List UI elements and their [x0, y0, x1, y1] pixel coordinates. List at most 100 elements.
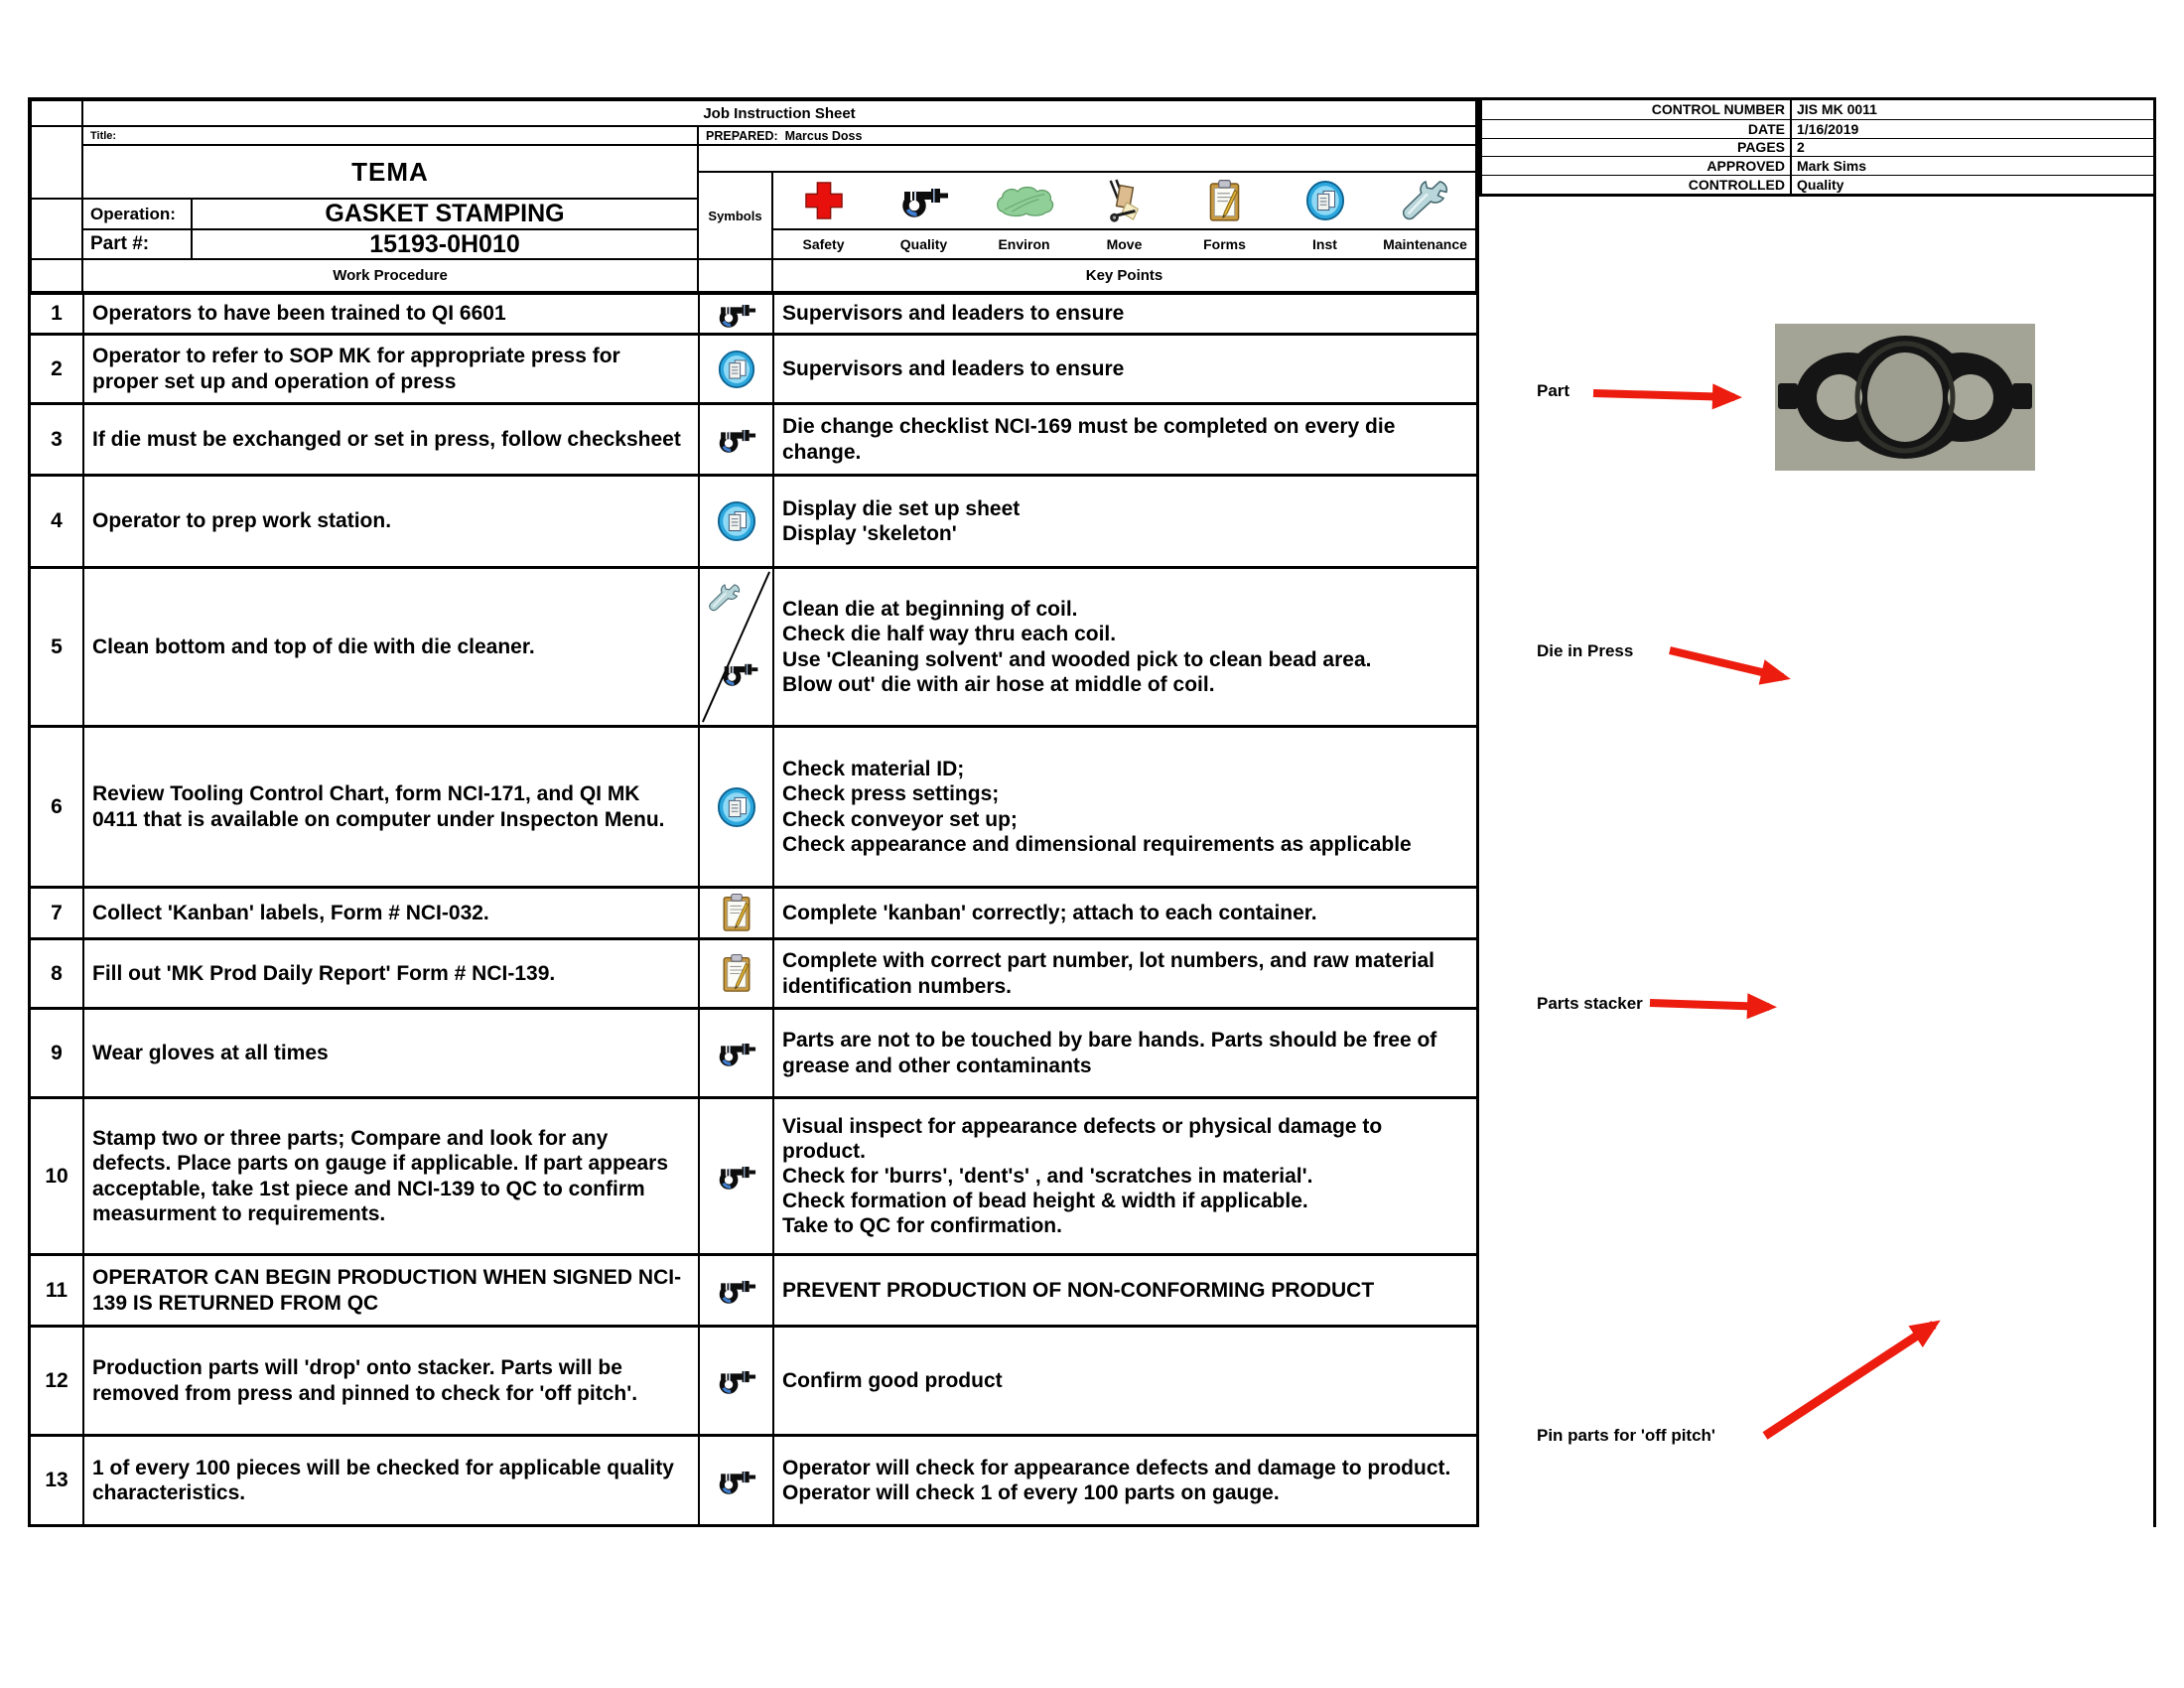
forms-icon — [722, 893, 751, 933]
row-procedure: Clean bottom and top of die with die cle… — [82, 569, 698, 725]
header-empty-cell — [698, 145, 1476, 172]
row-procedure: Production parts will 'drop' onto stacke… — [82, 1328, 698, 1434]
row-number: 10 — [45, 1164, 68, 1188]
table-row: 8 Fill out 'MK Prod Daily Report' Form #… — [31, 937, 1476, 1007]
annotation-pin-parts: Pin parts for 'off pitch' — [1537, 1426, 1715, 1445]
die-in-press-arrow — [1669, 646, 1791, 685]
row-key-points: Display die set up sheet Display 'skelet… — [772, 477, 1476, 566]
forms-icon — [722, 953, 751, 994]
prepared-label: PREPARED: — [706, 128, 778, 143]
table-row: 5 Clean bottom and top of die with die c… — [31, 566, 1476, 725]
quality-icon — [716, 426, 757, 453]
maintenance-icon — [1401, 180, 1450, 221]
row-number: 2 — [51, 356, 63, 380]
control-number-label: CONTROL NUMBER — [1651, 101, 1785, 118]
part-photo — [1775, 324, 2035, 471]
prepared-cell: PREPARED: Marcus Doss — [698, 126, 1476, 145]
maintenance-icon — [708, 583, 742, 613]
row-number: 6 — [51, 794, 63, 818]
row-key-points: Check material ID; Check press settings;… — [772, 728, 1476, 886]
header-left-spacer-3 — [31, 259, 82, 292]
symbol-label-quality: Quality — [899, 236, 948, 252]
controlled-value: Quality — [1790, 176, 2153, 194]
procedure-table: 1 Operators to have been trained to QI 6… — [31, 292, 1476, 1524]
row-number: 13 — [45, 1469, 68, 1491]
symbols-label: Symbols — [698, 172, 772, 259]
operation-value: GASKET STAMPING — [192, 199, 698, 229]
control-row: APPROVED Mark Sims — [1482, 156, 2153, 176]
table-row: 9 Wear gloves at all times Parts are not… — [31, 1007, 1476, 1096]
symbols-column-header — [698, 259, 772, 292]
environ-icon — [995, 185, 1054, 217]
table-row: 1 Operators to have been trained to QI 6… — [31, 292, 1476, 333]
row-key-points: Complete 'kanban' correctly; attach to e… — [772, 889, 1476, 937]
row-number: 9 — [51, 1041, 63, 1064]
symbol-label-inst: Inst — [1312, 236, 1337, 252]
symbol-label-environ: Environ — [998, 236, 1050, 252]
row-key-points: Visual inspect for appearance defects or… — [772, 1099, 1476, 1253]
row-key-points: Parts are not to be touched by bare hand… — [772, 1010, 1476, 1096]
approved-label: APPROVED — [1706, 158, 1785, 175]
table-row: 7 Collect 'Kanban' labels, Form # NCI-03… — [31, 886, 1476, 937]
symbols-icons-row — [772, 172, 1476, 229]
row-procedure: Operator to prep work station. — [82, 477, 698, 566]
symbol-label-move: Move — [1106, 236, 1143, 252]
table-row: 2 Operator to refer to SOP MK for approp… — [31, 333, 1476, 402]
row-procedure: Operators to have been trained to QI 660… — [82, 295, 698, 333]
row-number: 7 — [51, 901, 63, 924]
row-number: 5 — [51, 634, 63, 658]
control-row: CONTROLLED Quality — [1482, 175, 2153, 194]
row-number: 3 — [51, 427, 63, 451]
row-key-points: Supervisors and leaders to ensure — [772, 336, 1476, 402]
gasket-image — [1775, 324, 2035, 471]
quality-icon — [716, 301, 757, 328]
row-key-points: PREVENT PRODUCTION OF NON-CONFORMING PRO… — [772, 1256, 1476, 1325]
work-procedure-header: Work Procedure — [82, 259, 698, 292]
row-procedure: Fill out 'MK Prod Daily Report' Form # N… — [82, 940, 698, 1007]
header-left-spacer-2 — [31, 199, 82, 259]
row-procedure: Wear gloves at all times — [82, 1010, 698, 1096]
prepared-value: Marcus Doss — [784, 128, 863, 143]
control-number-value: JIS MK 0011 — [1790, 100, 2153, 119]
operation-label: Operation: — [82, 199, 192, 229]
control-row: DATE 1/16/2019 — [1482, 118, 2153, 138]
control-row: CONTROL NUMBER JIS MK 0011 — [1482, 100, 2153, 119]
quality-icon — [716, 1277, 757, 1304]
title-value: TEMA — [82, 145, 698, 199]
quality-icon — [716, 1040, 757, 1066]
key-points-header: Key Points — [772, 259, 1476, 292]
row-key-points: Clean die at beginning of coil. Check di… — [772, 569, 1476, 725]
part-number-label: Part #: — [82, 229, 192, 259]
row-key-points: Complete with correct part number, lot n… — [772, 940, 1476, 1007]
pin-parts-arrow — [1762, 1320, 1941, 1440]
row-procedure: Review Tooling Control Chart, form NCI-1… — [82, 728, 698, 886]
forms-icon — [1208, 179, 1241, 223]
split-symbol-cell — [698, 569, 772, 725]
table-row: 13 1 of every 100 pieces will be checked… — [31, 1434, 1476, 1524]
row-key-points: Operator will check for appearance defec… — [772, 1437, 1476, 1524]
inst-icon — [717, 500, 756, 542]
annotation-die-in-press: Die in Press — [1537, 641, 1634, 660]
quality-icon — [716, 1163, 757, 1190]
table-row: 11 OPERATOR CAN BEGIN PRODUCTION WHEN SI… — [31, 1253, 1476, 1325]
row-key-points: Supervisors and leaders to ensure — [772, 295, 1476, 333]
move-icon — [1104, 178, 1146, 223]
sheet-title: Job Instruction Sheet — [82, 100, 1476, 126]
annotation-part: Part — [1537, 381, 1570, 400]
right-border-line — [2153, 195, 2156, 1527]
row-number: 12 — [45, 1368, 68, 1392]
row-number: 8 — [51, 961, 63, 985]
diagonal-divider — [702, 571, 770, 723]
row-procedure: Stamp two or three parts; Compare and lo… — [82, 1099, 698, 1253]
inst-icon — [1305, 180, 1345, 221]
quality-icon — [716, 1468, 757, 1494]
inst-icon — [717, 786, 756, 828]
row-number: 11 — [45, 1278, 68, 1302]
row-procedure: Collect 'Kanban' labels, Form # NCI-032. — [82, 889, 698, 937]
part-number-value: 15193-0H010 — [192, 229, 698, 259]
header-corner-cell — [31, 100, 82, 126]
symbol-label-forms: Forms — [1203, 236, 1246, 252]
safety-icon — [805, 180, 843, 221]
table-row: 12 Production parts will 'drop' onto sta… — [31, 1325, 1476, 1434]
